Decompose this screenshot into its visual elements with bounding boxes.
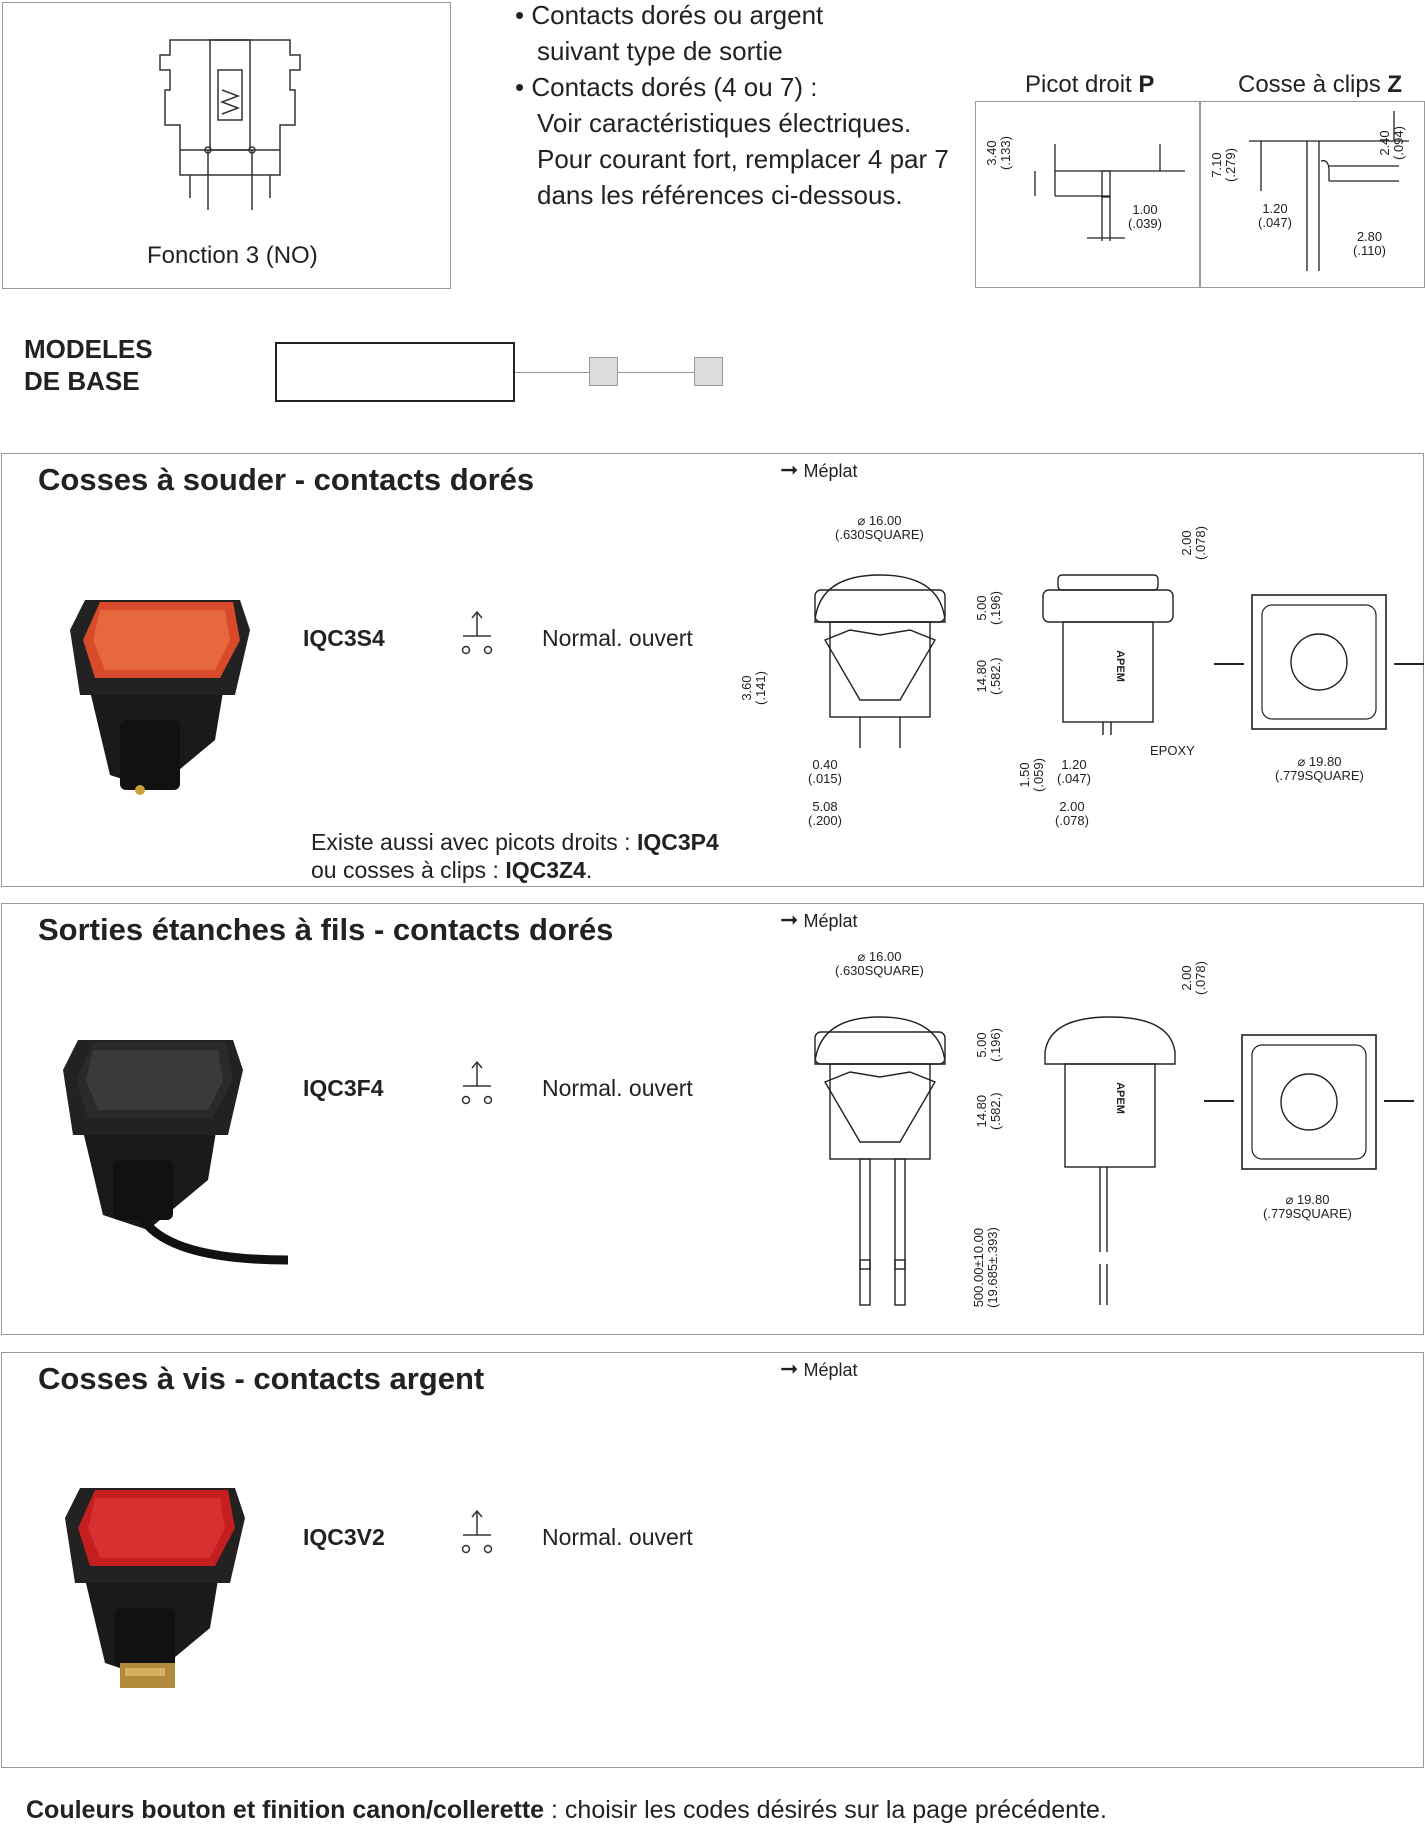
side-view-drawing-2 — [814, 1016, 946, 1306]
dim-14-80-1: 14.80(.582.) — [974, 657, 1003, 695]
dim-z-2-80: 2.80(.110) — [1353, 229, 1386, 258]
brand-label-2: APEM — [1113, 1082, 1126, 1114]
side-view-drawing-1 — [814, 574, 946, 748]
modeles-title-1: MODELES — [24, 334, 153, 364]
desc-iqc3v2: Normal. ouvert — [542, 1524, 693, 1550]
meplat-label-1: ➞ Méplat — [780, 457, 858, 482]
product-photo-iqc3f4 — [63, 1040, 289, 1265]
dim-19-80-2: ⌀ 19.80(.779SQUARE) — [1263, 1192, 1352, 1221]
dim-19-80-1: ⌀ 19.80(.779SQUARE) — [1275, 754, 1364, 783]
picot-label: Picot droit P — [1025, 71, 1155, 98]
bullet-line-3: • Contacts dorés (4 ou 7) : — [515, 72, 818, 102]
note-line-2: ou cosses à clips : IQC3Z4. — [311, 857, 593, 883]
front-view-drawing-2 — [1044, 1016, 1176, 1305]
dim-p-3-40: 3.40(.133) — [984, 136, 1013, 170]
section-title-screw: Cosses à vis - contacts argent — [38, 1361, 485, 1396]
normally-open-symbol-1 — [461, 610, 493, 655]
bullet-line-4: Voir caractéristiques électriques. — [537, 108, 912, 138]
dim-3-60: 3.60(.141) — [739, 671, 768, 705]
top-view-drawing-1 — [1251, 594, 1387, 730]
dim-5-00-1: 5.00(.196) — [974, 591, 1003, 625]
bullet-line-6: dans les références ci-dessous. — [537, 180, 903, 210]
dim-z-2-40: 2.40(.094) — [1377, 126, 1406, 160]
picot-drawing — [1034, 144, 1185, 241]
section-title-wires: Sorties étanches à fils - contacts dorés — [38, 912, 614, 947]
dim-wire-length: 500.00±10.00(19.685±.393) — [971, 1227, 1000, 1308]
front-view-drawing-1 — [1042, 574, 1174, 735]
ref-iqc3v2: IQC3V2 — [303, 1524, 385, 1550]
dim-z-1-20: 1.20(.047) — [1258, 201, 1292, 230]
dim-2-00-2: 2.00(.078) — [1179, 961, 1208, 995]
product-photo-iqc3s4 — [70, 600, 250, 795]
arrow-right-icon: ➞ — [780, 457, 799, 482]
normally-open-symbol-2 — [461, 1060, 493, 1105]
ref-iqc3f4: IQC3F4 — [303, 1075, 384, 1101]
arrow-left-marker-1 — [1214, 663, 1244, 665]
dim-2-00-1: 2.00(.078) — [1179, 526, 1208, 560]
section-box-solder — [1, 453, 1424, 887]
dim-p-1-00: 1.00(.039) — [1128, 202, 1162, 231]
normally-open-symbol-3 — [461, 1509, 493, 1554]
desc-iqc3s4: Normal. ouvert — [542, 625, 693, 651]
dim-1-20: 1.20(.047) — [1057, 757, 1091, 786]
brand-label-1: APEM — [1113, 650, 1126, 682]
ref-iqc3s4: IQC3S4 — [303, 625, 385, 651]
dim-0-40: 0.40(.015) — [808, 757, 842, 786]
bullet-line-5: Pour courant fort, remplacer 4 par 7 — [537, 144, 949, 174]
reference-code-slot-2 — [694, 357, 723, 386]
dim-2-00-c: 2.00(.078) — [1055, 799, 1089, 828]
function-label: Fonction 3 (NO) — [147, 242, 318, 269]
reference-code-slot-1 — [589, 357, 618, 386]
reference-code-box — [275, 342, 515, 402]
section-title-solder: Cosses à souder - contacts dorés — [38, 462, 535, 497]
cosse-drawing — [1249, 111, 1409, 271]
bullet-line-2: suivant type de sortie — [537, 36, 783, 66]
dim-16-1: ⌀ 16.00(.630SQUARE) — [835, 513, 924, 542]
product-photo-iqc3v2 — [65, 1488, 245, 1688]
section-box-wires — [1, 903, 1424, 1335]
dim-1-50: 1.50(.059) — [1017, 758, 1046, 792]
switch-cross-section-drawing — [159, 39, 301, 210]
top-view-drawing-2 — [1241, 1034, 1377, 1170]
note-line-1: Existe aussi avec picots droits : IQC3P4 — [311, 829, 719, 855]
arrow-left-marker-2 — [1204, 1100, 1234, 1102]
dim-5-08: 5.08(.200) — [808, 799, 842, 828]
desc-iqc3f4: Normal. ouvert — [542, 1075, 693, 1101]
meplat-label-3: ➞ Méplat — [780, 1356, 858, 1381]
dim-16-2: ⌀ 16.00(.630SQUARE) — [835, 949, 924, 978]
arrow-right-marker-1 — [1394, 663, 1424, 665]
arrow-right-icon: ➞ — [780, 1356, 799, 1381]
modeles-title-2: DE BASE — [24, 366, 140, 396]
dim-5-00-2: 5.00(.196) — [974, 1028, 1003, 1062]
bullet-line-1: • Contacts dorés ou argent — [515, 0, 824, 30]
footer-note: Couleurs bouton et finition canon/coller… — [26, 1796, 1107, 1824]
arrow-right-marker-2 — [1384, 1100, 1414, 1102]
picot-box — [975, 101, 1201, 288]
function-box — [2, 2, 451, 289]
meplat-label-2: ➞ Méplat — [780, 907, 858, 932]
cosse-label: Cosse à clips Z — [1238, 71, 1403, 98]
section-box-screw — [1, 1352, 1424, 1768]
dim-14-80-2: 14.80(.582.) — [974, 1092, 1003, 1130]
arrow-right-icon: ➞ — [780, 907, 799, 932]
dim-z-7-10: 7.10(.279) — [1209, 148, 1238, 182]
epoxy-label: EPOXY — [1150, 743, 1195, 758]
